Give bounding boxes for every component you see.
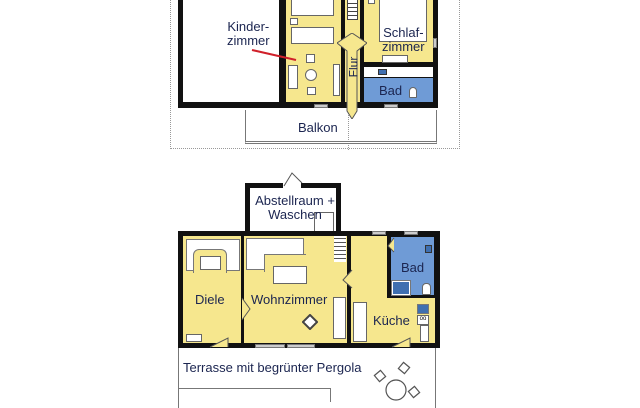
window-icon <box>384 104 398 108</box>
window-icon <box>404 231 418 235</box>
toilet-icon <box>422 283 431 295</box>
bed-icon <box>291 0 334 16</box>
door-icon <box>342 269 353 289</box>
coffee-table-icon <box>273 266 307 284</box>
stairs-icon <box>347 0 358 20</box>
bad-upper-strip <box>364 67 433 77</box>
kueche-label: Küche <box>373 313 410 328</box>
flur-arrow-icon <box>337 33 367 119</box>
kinderzimmer-label: Kinder- zimmer <box>227 19 270 48</box>
upper-bad-room <box>364 78 433 102</box>
terrasse <box>178 348 436 408</box>
boundary-divider <box>348 108 349 150</box>
upper-bad-label: Bad <box>379 83 403 98</box>
desk-icon <box>333 64 340 96</box>
terrasse-label: Terrasse mit begrünter Pergola <box>183 360 362 375</box>
seat-icon <box>200 256 221 270</box>
upper-floor-boundary <box>170 0 460 149</box>
pointer-line <box>251 49 297 61</box>
door-icon <box>241 297 251 321</box>
cabinet-icon <box>333 297 346 339</box>
schlafzimmer-label: Schlaf- zimmer <box>382 25 425 54</box>
terrasse-inner-line <box>330 388 331 402</box>
counter-icon <box>420 325 429 342</box>
shower-icon <box>391 280 411 296</box>
ground-bad-label: Bad <box>401 260 425 275</box>
diele-label: Diele <box>195 292 225 307</box>
stairs-icon <box>334 236 346 262</box>
nightstand-icon <box>290 18 298 25</box>
sink-icon <box>417 304 429 314</box>
balkon <box>245 110 437 144</box>
stove-icon <box>302 314 318 330</box>
door-icon <box>209 337 229 348</box>
cabinet-icon <box>288 65 298 89</box>
sink-icon <box>378 69 387 75</box>
counter-icon <box>353 302 367 342</box>
table-icon <box>305 69 317 81</box>
door-icon <box>387 237 395 253</box>
terrasse-inner-line <box>178 388 330 389</box>
abstellraum-door-gap <box>283 181 301 189</box>
flur-label: Flur <box>346 56 361 78</box>
nightstand-icon <box>368 0 375 4</box>
chair-icon <box>306 54 315 63</box>
window-icon <box>372 231 386 235</box>
shoe-cabinet-icon <box>186 334 202 342</box>
window-icon <box>287 344 315 348</box>
dresser-icon <box>382 55 408 63</box>
abstellraum-label: Abstellraum + Waschen <box>255 193 335 222</box>
toilet-icon <box>409 87 417 98</box>
window-icon <box>314 104 328 108</box>
stove-icon: oo <box>417 315 429 325</box>
sink-icon <box>425 245 432 253</box>
patio-table-icon <box>373 361 421 401</box>
wohnzimmer-label: Wohnzimmer <box>251 292 328 307</box>
double-bed-icon <box>379 0 427 42</box>
door-icon <box>283 172 303 187</box>
window-icon <box>433 38 437 48</box>
chair-icon <box>307 87 316 95</box>
balkon-label: Balkon <box>298 120 338 135</box>
bed-icon <box>291 27 334 44</box>
window-icon <box>255 344 285 348</box>
door-icon <box>391 337 411 348</box>
upper-left-room <box>183 0 279 102</box>
